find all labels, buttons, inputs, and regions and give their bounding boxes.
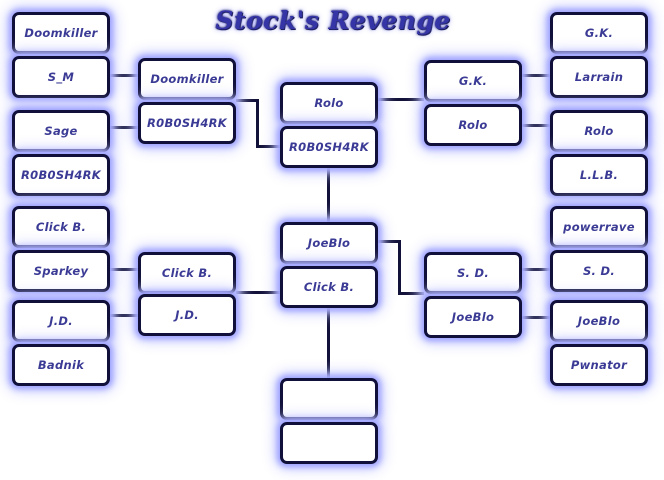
player-name: Click B. <box>35 220 87 234</box>
bracket-slot: J.D. <box>12 300 110 342</box>
player-name: JoeBlo <box>577 314 621 328</box>
player-name: JoeBlo <box>451 310 495 324</box>
bracket-slot: R0B0SH4RK <box>280 126 378 168</box>
player-name: Sage <box>44 124 78 138</box>
player-name: Rolo <box>458 118 488 132</box>
bracket-slot: Pwnator <box>550 344 648 386</box>
player-name: L.L.B. <box>579 168 619 182</box>
bracket-slot: G.K. <box>550 12 648 54</box>
bracket-slot: S. D. <box>424 252 522 294</box>
player-name: Sparkey <box>33 264 89 278</box>
player-name: R0B0SH4RK <box>21 168 101 182</box>
player-name: JoeBlo <box>307 236 351 250</box>
bracket-slot: R0B0SH4RK <box>12 154 110 196</box>
bracket-slot: Click B. <box>280 266 378 308</box>
player-name: Click B. <box>303 280 355 294</box>
bracket-slot: Click B. <box>138 252 236 294</box>
player-name: powerrave <box>563 220 635 234</box>
player-name: J.D. <box>175 308 199 322</box>
bracket-title: Stock's Revenge <box>215 5 451 35</box>
bracket-slot: Rolo <box>550 110 648 152</box>
player-name: G.K. <box>584 26 614 40</box>
player-name: Doomkiller <box>24 26 98 40</box>
player-name: Badnik <box>37 358 85 372</box>
bracket-slot: Doomkiller <box>138 58 236 100</box>
bracket-slot: Sparkey <box>12 250 110 292</box>
player-name: Click B. <box>161 266 213 280</box>
player-name: Larrain <box>574 70 624 84</box>
player-name: Rolo <box>314 96 344 110</box>
bracket-slot: S_M <box>12 56 110 98</box>
bracket-slot: powerrave <box>550 206 648 248</box>
bracket-slot: JoeBlo <box>550 300 648 342</box>
final-slot <box>280 378 378 420</box>
bracket-slot: Rolo <box>280 82 378 124</box>
bracket-slot: R0B0SH4RK <box>138 102 236 144</box>
bracket-slot: Larrain <box>550 56 648 98</box>
bracket-slot: J.D. <box>138 294 236 336</box>
bracket-slot: Badnik <box>12 344 110 386</box>
player-name: S. D. <box>456 266 490 280</box>
player-name: S. D. <box>582 264 616 278</box>
player-name: R0B0SH4RK <box>147 116 227 130</box>
player-name: Doomkiller <box>150 72 224 86</box>
bracket-slot: Doomkiller <box>12 12 110 54</box>
player-name: R0B0SH4RK <box>289 140 369 154</box>
player-name: Pwnator <box>570 358 628 372</box>
player-name: Rolo <box>584 124 614 138</box>
player-name: J.D. <box>49 314 73 328</box>
bracket-slot: JoeBlo <box>280 222 378 264</box>
bracket-slot: Rolo <box>424 104 522 146</box>
bracket-slot: S. D. <box>550 250 648 292</box>
bracket-slot: JoeBlo <box>424 296 522 338</box>
bracket-slot: Click B. <box>12 206 110 248</box>
player-name: S_M <box>47 70 75 84</box>
bracket-slot: G.K. <box>424 60 522 102</box>
player-name: G.K. <box>458 74 488 88</box>
bracket-slot: Sage <box>12 110 110 152</box>
bracket-slot: L.L.B. <box>550 154 648 196</box>
final-slot <box>280 422 378 464</box>
